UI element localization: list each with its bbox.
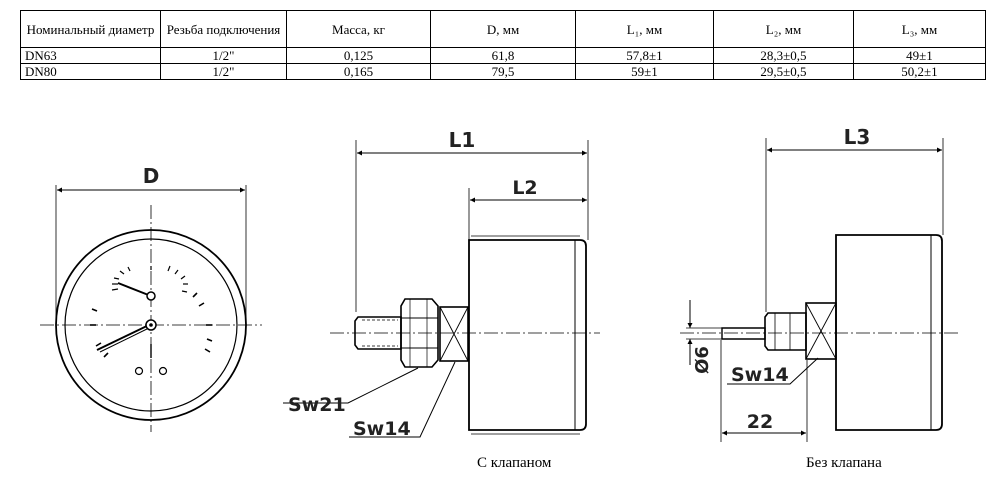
dial-hole-left bbox=[134, 366, 144, 376]
manometer-needle bbox=[96, 323, 152, 351]
gauge-case-side bbox=[468, 239, 587, 431]
caption-with-valve: С клапаном bbox=[477, 455, 552, 471]
sw14-leader-no-valve bbox=[727, 357, 819, 385]
len22-label: 22 bbox=[747, 411, 773, 433]
threaded-fitting bbox=[354, 316, 402, 350]
caption-without-valve: Без клапана bbox=[806, 455, 882, 471]
fitting-no-valve bbox=[764, 312, 807, 351]
table-cell: 57,8±1 bbox=[575, 47, 714, 64]
d-dimension-label: D bbox=[143, 164, 160, 188]
thermometer-pivot bbox=[146, 291, 156, 301]
thermometer-scale bbox=[111, 265, 188, 293]
manometer-scale bbox=[90, 292, 213, 358]
sw21-leader bbox=[283, 367, 419, 404]
l2-dimension-label: L2 bbox=[512, 177, 537, 199]
gauge-dial-face bbox=[64, 238, 238, 412]
header-nominal-diameter: Номинальный диаметр bbox=[20, 10, 161, 48]
table-cell: 79,5 bbox=[430, 63, 576, 80]
sw21-label: Sw21 bbox=[288, 394, 346, 416]
gauge-case-side-no-valve bbox=[835, 234, 943, 431]
table-cell: 29,5±0,5 bbox=[713, 63, 854, 80]
side-view-without-valve-drawing bbox=[680, 138, 960, 442]
table-cell: 1/2" bbox=[160, 63, 287, 80]
header-thread: Резьба подключения bbox=[160, 10, 287, 48]
table-cell: 49±1 bbox=[853, 47, 986, 64]
sw14-label: Sw14 bbox=[353, 418, 411, 440]
front-view-drawing bbox=[40, 185, 262, 432]
d6-label: Ø6 bbox=[692, 346, 713, 374]
sw14-leader bbox=[349, 361, 456, 438]
pipe-d6 bbox=[721, 327, 766, 340]
l1-dimension-label: L1 bbox=[449, 128, 476, 152]
table-cell: 0,165 bbox=[286, 63, 431, 80]
table-row: DN63 1/2" 0,125 61,8 57,8±1 28,3±0,5 49±… bbox=[20, 47, 986, 64]
l3-dimension-label: L3 bbox=[844, 125, 871, 149]
table-cell: DN80 bbox=[20, 63, 161, 80]
thermometer-needle bbox=[117, 282, 152, 297]
table-row: DN80 1/2" 0,165 79,5 59±1 29,5±0,5 50,2±… bbox=[20, 63, 986, 80]
table-header-row: Номинальный диаметр Резьба подключения М… bbox=[20, 10, 986, 48]
specs-table: Номинальный диаметр Резьба подключения М… bbox=[20, 10, 986, 80]
sw14-label-no-valve: Sw14 bbox=[731, 364, 789, 386]
side-view-with-valve-drawing bbox=[283, 140, 600, 438]
header-l3: L₃, мм bbox=[853, 10, 986, 48]
hex-sw14 bbox=[439, 306, 469, 362]
table-cell: 50,2±1 bbox=[853, 63, 986, 80]
header-d: D, мм bbox=[430, 10, 576, 48]
dial-hole-right bbox=[158, 366, 168, 376]
table-cell: 59±1 bbox=[575, 63, 714, 80]
